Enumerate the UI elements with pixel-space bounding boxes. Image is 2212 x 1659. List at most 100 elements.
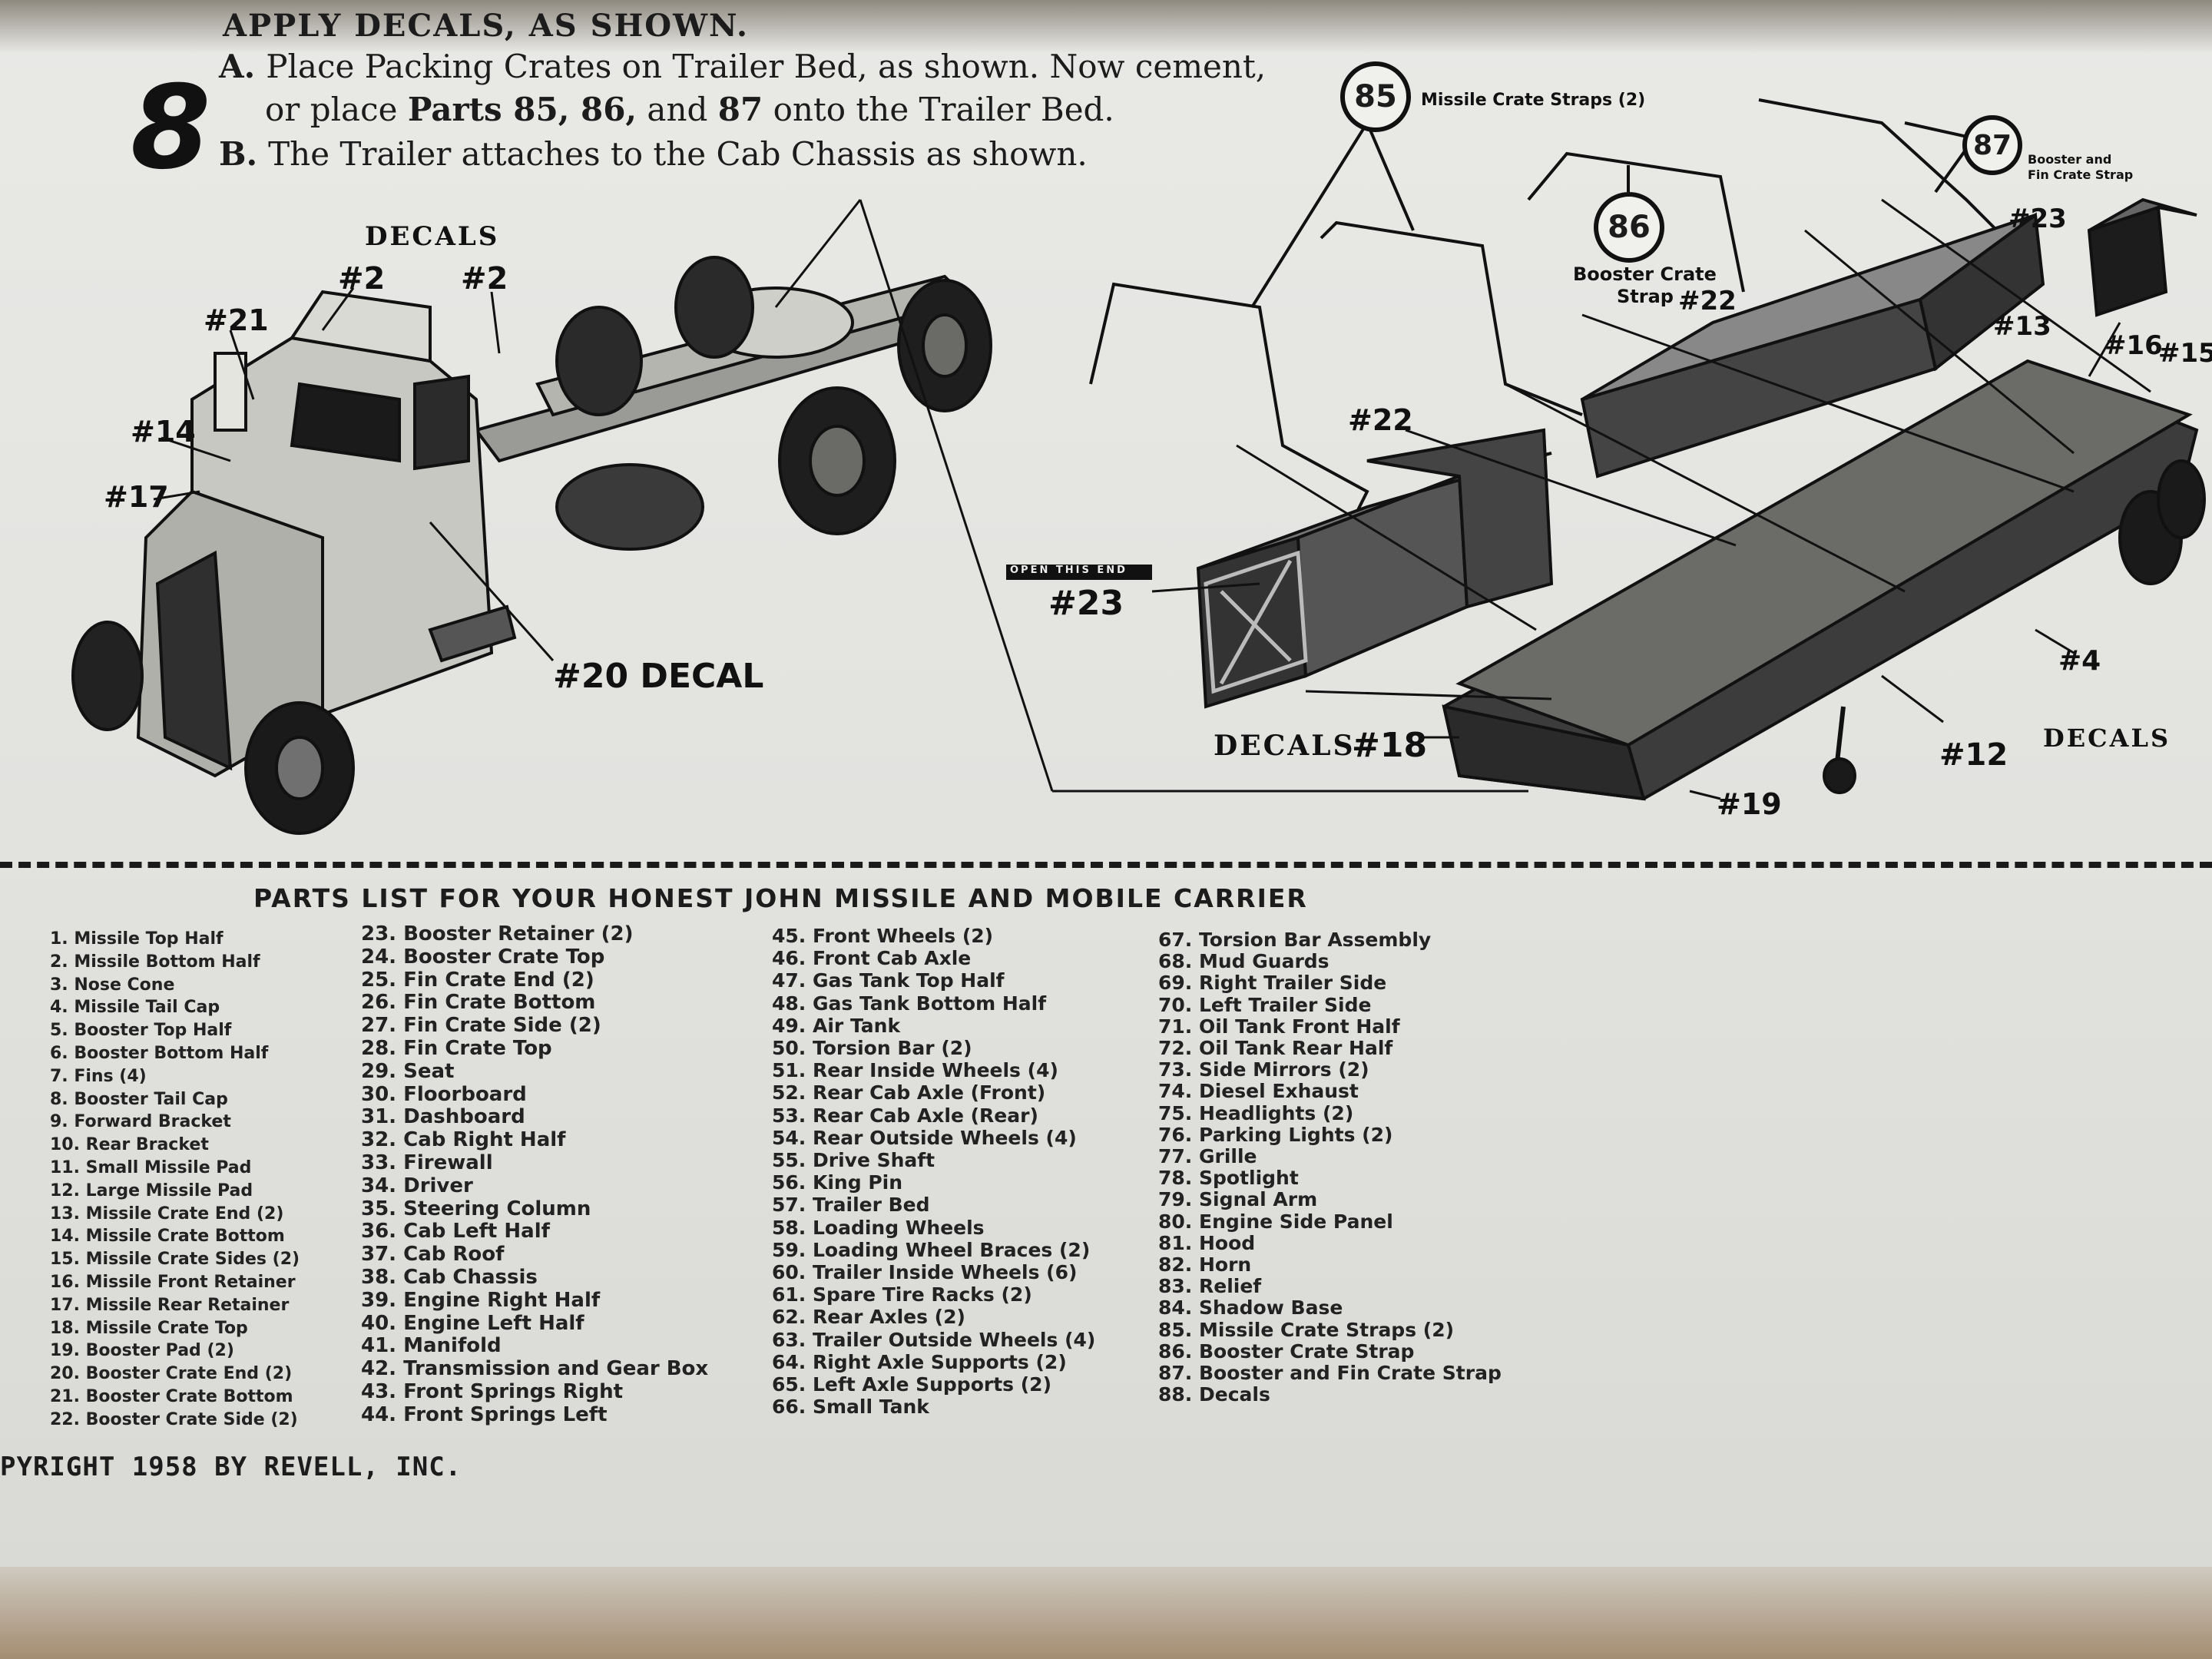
parts-list-item: 32. Cab Right Half [361, 1128, 566, 1152]
parts-list-item: 38. Cab Chassis [361, 1265, 538, 1289]
truck-leader-lines [153, 199, 1528, 793]
parts-list-item: 28. Fin Crate Top [361, 1036, 552, 1060]
parts-list-item: 42. Transmission and Gear Box [361, 1357, 709, 1381]
parts-list-item: 56. King Pin [772, 1171, 903, 1194]
parts-list-item: 25. Fin Crate End (2) [361, 968, 594, 992]
trailer-bed-illustration [1442, 359, 2206, 801]
parts-list-item: 65. Left Axle Supports (2) [772, 1373, 1051, 1396]
parts-list-item: 70. Left Trailer Side [1158, 993, 1372, 1016]
parts-list-item: 14. Missile Crate Bottom [50, 1227, 285, 1247]
parts-list-item: 68. Mud Guards [1158, 950, 1330, 973]
parts-list-item: 16. Missile Front Retainer [50, 1272, 296, 1292]
parts-list-item: 48. Gas Tank Bottom Half [772, 992, 1047, 1015]
parts-list-item: 54. Rear Outside Wheels (4) [772, 1126, 1077, 1149]
parts-list-item: 64. Right Axle Supports (2) [772, 1350, 1067, 1373]
parts-list-item: 67. Torsion Bar Assembly [1158, 929, 1432, 951]
parts-list-item: 44. Front Springs Left [361, 1402, 608, 1426]
page-curl-shadow [0, 0, 2212, 54]
parts-list-item: 15. Missile Crate Sides (2) [50, 1250, 300, 1270]
instruction-a-letter: A. [219, 48, 256, 85]
parts-list-item: 31. Dashboard [361, 1105, 525, 1129]
parts-list-item: 39. Engine Right Half [361, 1288, 601, 1312]
instruction-a-parts: Parts 85, 86, [407, 91, 637, 128]
instruction-b-text: The Trailer attaches to the Cab Chassis … [268, 135, 1088, 173]
parts-list-item: 84. Shadow Base [1158, 1296, 1343, 1320]
parts-list-item: 50. Torsion Bar (2) [772, 1037, 972, 1060]
parts-list-item: 41. Manifold [361, 1334, 502, 1358]
callout-18: #18 [1352, 726, 1428, 765]
part-86-label-2: Strap [1617, 286, 1674, 307]
parts-list-item: 73. Side Mirrors (2) [1158, 1058, 1369, 1081]
parts-list-item: 61. Spare Tire Racks (2) [772, 1283, 1032, 1306]
parts-list-item: 47. Gas Tank Top Half [772, 969, 1005, 992]
instruction-a-line1: A. Place Packing Crates on Trailer Bed, a… [219, 48, 1266, 85]
parts-list-item: 60. Trailer Inside Wheels (6) [772, 1261, 1078, 1284]
parts-list-item: 45. Front Wheels (2) [772, 925, 994, 947]
instruction-a-line2-mid: and [647, 91, 708, 128]
parts-list-item: 2. Missile Bottom Half [50, 952, 260, 972]
instruction-a-line2: or place Parts 85, 86, and 87 onto the T… [265, 91, 1114, 128]
parts-list-item: 77. Grille [1158, 1145, 1257, 1168]
parts-list-item: 81. Hood [1158, 1231, 1256, 1254]
decal-20-label: #20 DECAL [553, 657, 764, 696]
parts-list-item: 30. Floorboard [361, 1082, 527, 1106]
instruction-b-letter: B. [219, 135, 258, 173]
assembly-diagram [71, 98, 2206, 835]
parts-list-item: 75. Headlights (2) [1158, 1101, 1354, 1124]
part-85-badge: 85 [1340, 61, 1411, 132]
parts-list-item: 17. Missile Rear Retainer [50, 1295, 290, 1315]
decals-label-top: DECALS [365, 221, 500, 252]
parts-list-item: 76. Parking Lights (2) [1158, 1123, 1393, 1146]
parts-list-column-2: 23. Booster Retainer (2)24. Booster Crat… [361, 922, 709, 1427]
parts-list-item: 59. Loading Wheel Braces (2) [772, 1238, 1091, 1261]
parts-list-item: 78. Spotlight [1158, 1167, 1299, 1190]
parts-list-column-1: 1. Missile Top Half 2. Missile Bottom Hal… [50, 928, 300, 1432]
part-87-label-2: Fin Crate Strap [2028, 167, 2134, 182]
parts-list-item: 6. Booster Bottom Half [50, 1043, 269, 1063]
callout-16: #16 [2104, 330, 2163, 361]
parts-list-item: 29. Seat [361, 1059, 455, 1083]
callout-23a: #23 [1048, 584, 1124, 623]
placement-arrows [1151, 198, 2151, 800]
parts-list-item: 74. Diesel Exhaust [1158, 1080, 1359, 1103]
part-86-label-1: Booster Crate [1573, 263, 1717, 285]
parts-list-item: 8. Booster Tail Cap [50, 1089, 228, 1109]
parts-list-item: 37. Cab Roof [361, 1243, 505, 1267]
instruction-a-text: Place Packing Crates on Trailer Bed, as … [266, 48, 1267, 85]
parts-list-item: 43. Front Springs Right [361, 1379, 624, 1403]
parts-list-item: 33. Firewall [361, 1151, 493, 1174]
callout-14: #14 [131, 415, 196, 449]
parts-list-item: 1. Missile Top Half [50, 929, 224, 949]
parts-list-item: 22. Booster Crate Side (2) [50, 1409, 298, 1429]
instruction-a-line2-pre: or place [265, 91, 398, 128]
open-this-end-tag [1006, 565, 1152, 580]
instruction-a-part87: 87 [717, 91, 763, 128]
callout-17: #17 [104, 480, 169, 514]
parts-list-item: 27. Fin Crate Side (2) [361, 1014, 601, 1038]
parts-list-item: 58. Loading Wheels [772, 1216, 985, 1239]
parts-list-item: 79. Signal Arm [1158, 1188, 1318, 1211]
parts-list-item: 19. Booster Pad (2) [50, 1341, 234, 1361]
decals-label-bottom: DECALS [1214, 730, 1356, 762]
callout-15: #15 [2158, 338, 2212, 369]
parts-list-item: 40. Engine Left Half [361, 1311, 584, 1335]
crate-straps-outlines [1089, 98, 1998, 554]
truck-cab-illustration [71, 256, 992, 835]
parts-list-item: 52. Rear Cab Axle (Front) [772, 1081, 1046, 1104]
callout-12: #12 [1939, 737, 2008, 773]
parts-list-item: 26. Fin Crate Bottom [361, 991, 596, 1015]
parts-list-item: 63. Trailer Outside Wheels (4) [772, 1328, 1096, 1351]
callout-2a: #2 [338, 261, 386, 296]
dashed-divider [0, 862, 2212, 868]
parts-list-item: 87. Booster and Fin Crate Strap [1158, 1362, 1502, 1385]
parts-list-item: 55. Drive Shaft [772, 1149, 935, 1172]
step-heading: APPLY DECALS, AS SHOWN. [223, 8, 749, 44]
instruction-b: B. The Trailer attaches to the Cab Chassi… [219, 135, 1088, 173]
parts-list-item: 49. Air Tank [772, 1014, 901, 1037]
parts-list-item: 57. Trailer Bed [772, 1194, 930, 1217]
parts-list-item: 51. Rear Inside Wheels (4) [772, 1059, 1058, 1082]
parts-list-item: 18. Missile Crate Top [50, 1318, 248, 1338]
part-85-label: Missile Crate Straps (2) [1421, 91, 1646, 110]
